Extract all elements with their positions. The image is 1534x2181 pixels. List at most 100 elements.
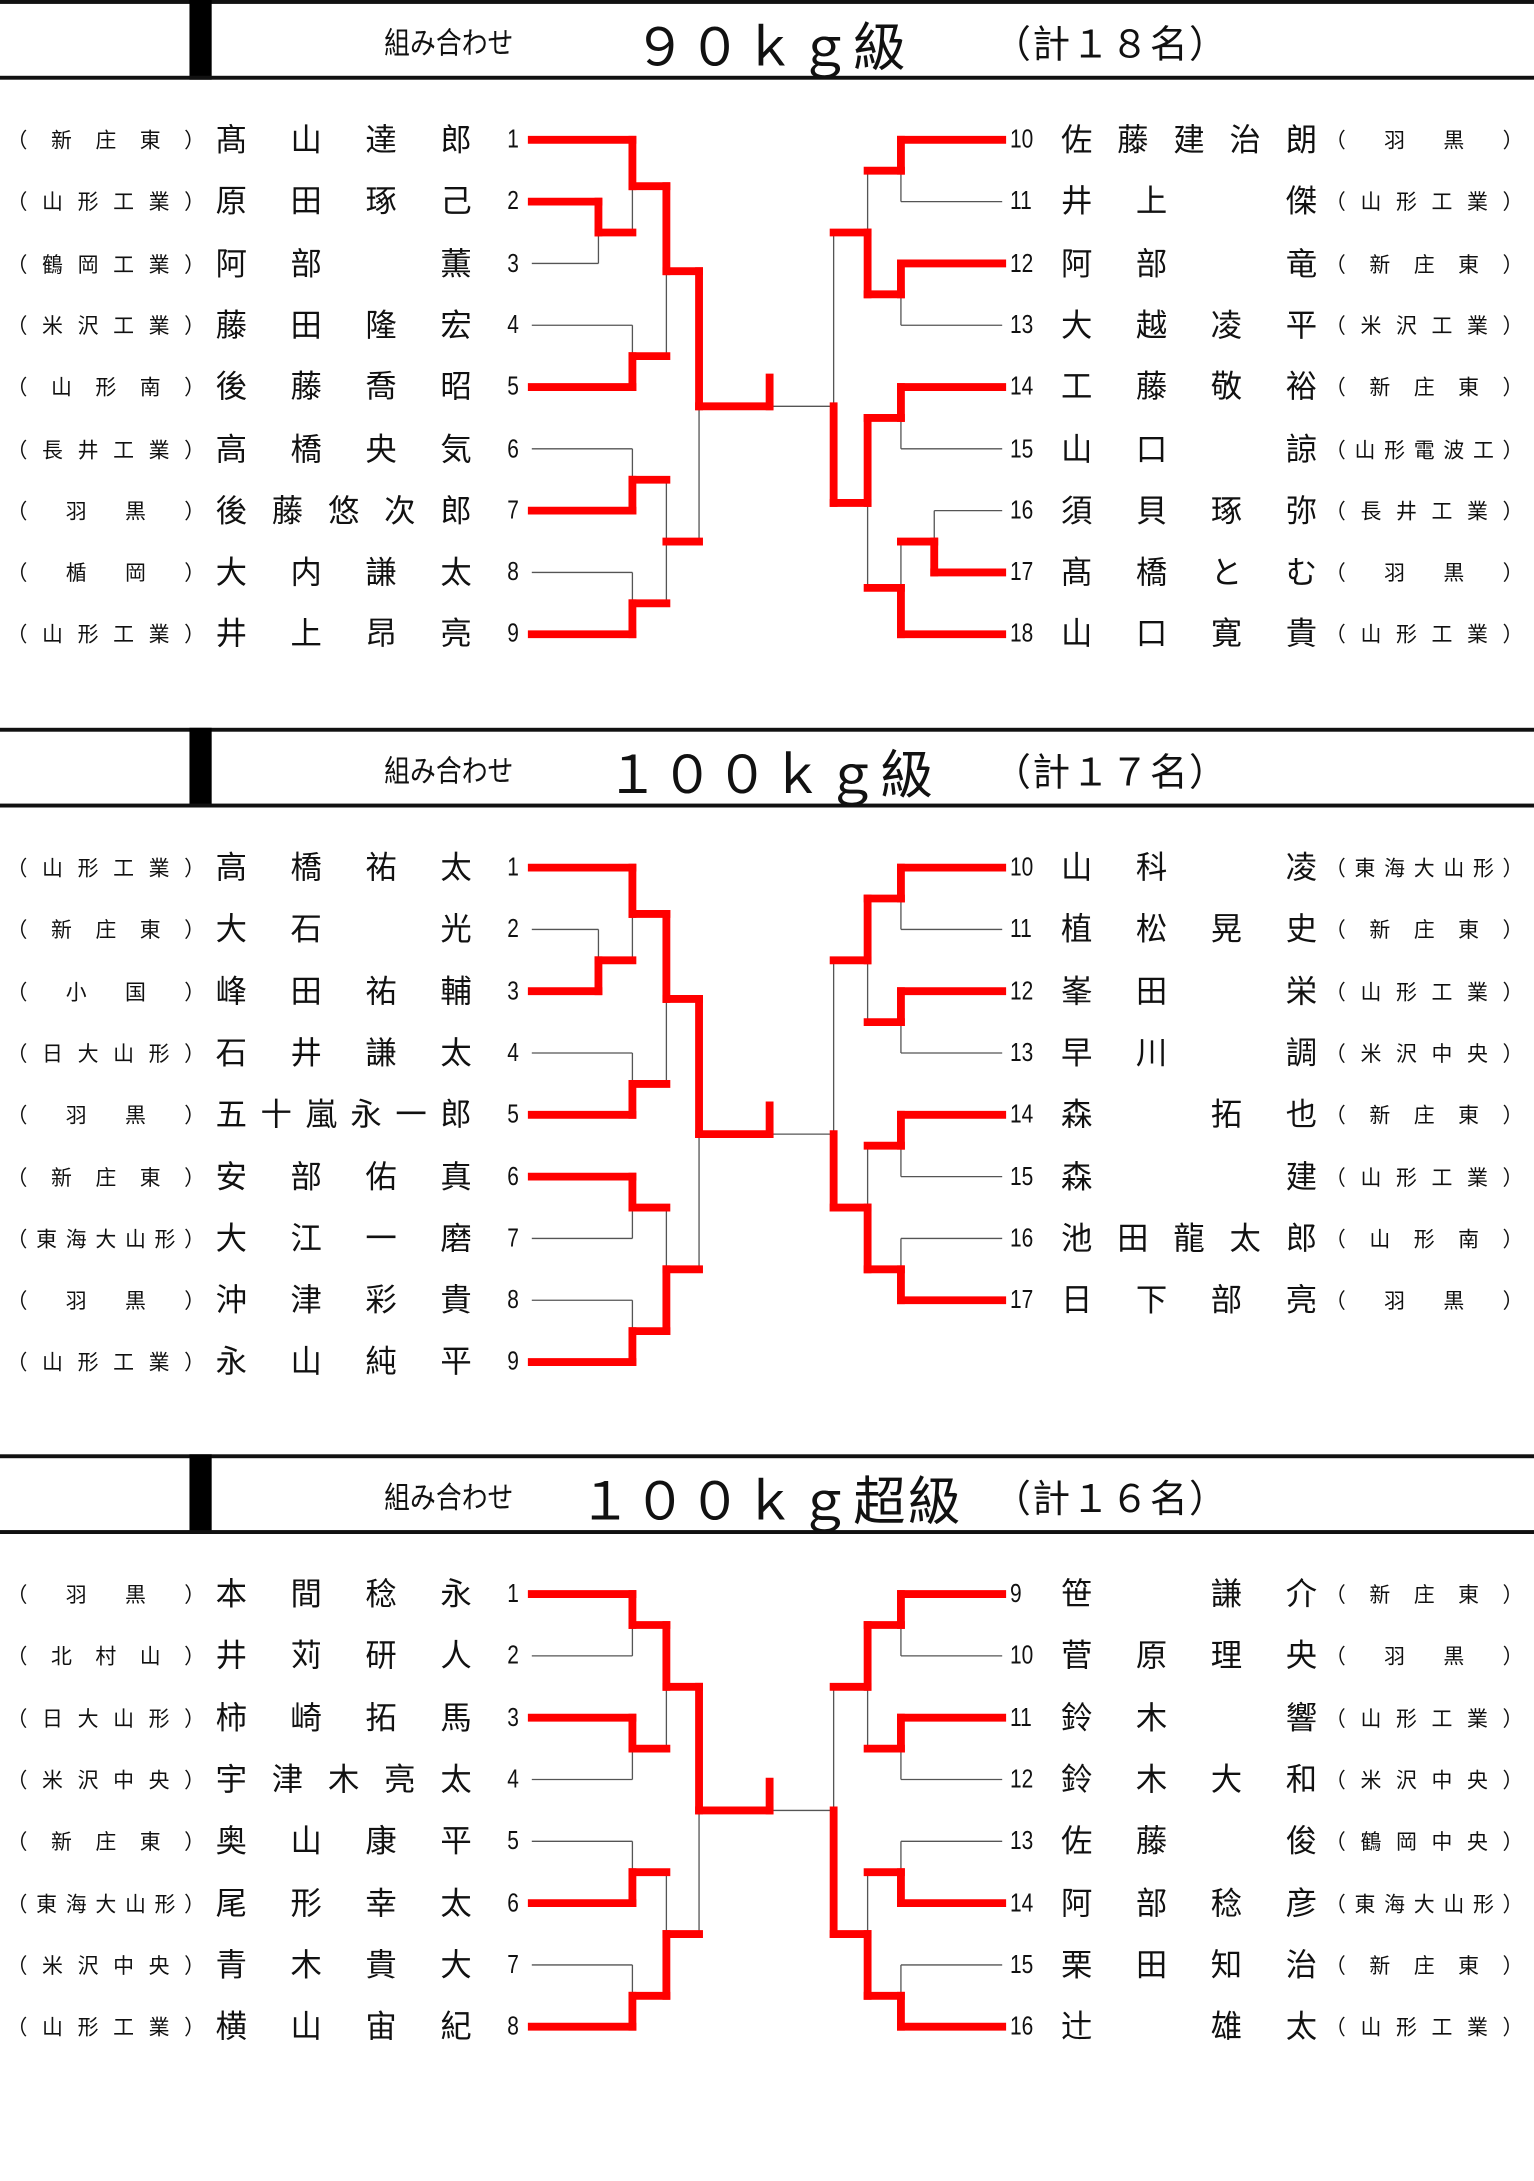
char: 太 (440, 554, 472, 591)
char: 部 (290, 245, 322, 282)
char: 建 (1173, 121, 1205, 159)
char: 木 (1135, 1699, 1168, 1736)
char: （ (6, 251, 28, 277)
char: 上 (1135, 183, 1168, 220)
char: 稔 (1210, 1884, 1243, 1922)
draw-number: 9 (507, 619, 519, 649)
athlete-name: 佐藤建治朗 (1061, 119, 1317, 161)
char: 凌 (1285, 849, 1318, 886)
char: 藤 (215, 306, 247, 344)
draw-number: 17 (1010, 558, 1034, 587)
athlete-name: 大江一磨 (216, 1218, 472, 1260)
header-label: 組み合わせ (384, 1481, 514, 1516)
athlete-name: 峯田 栄 (1061, 970, 1317, 1012)
char: （ (6, 560, 28, 586)
char: ） (1502, 1767, 1524, 1793)
char: 雄 (1210, 2008, 1243, 2046)
char: 庄 (1413, 917, 1435, 943)
char: 薫 (440, 245, 472, 282)
char: 業 (148, 1350, 170, 1376)
char: ） (184, 560, 206, 586)
char: ） (184, 437, 206, 462)
char: 形 (1395, 189, 1417, 215)
char: 栗 (1060, 1946, 1093, 1984)
char: 藤 (1117, 121, 1149, 159)
char: （ (1324, 1288, 1346, 1314)
char: ） (1502, 1103, 1524, 1128)
char: 間 (290, 1575, 322, 1613)
char: 東 (1458, 251, 1480, 277)
char: 津 (271, 1761, 304, 1798)
char: 津 (290, 1281, 322, 1319)
char: 阿 (215, 245, 247, 282)
char: 業 (1467, 313, 1488, 339)
char: 光 (440, 911, 472, 948)
athlete-name: 山口寛貴 (1061, 613, 1317, 655)
draw-number: 1 (507, 125, 519, 155)
char: （ (6, 1582, 28, 1608)
char: 理 (1210, 1637, 1243, 1675)
athlete-name: 須貝琢弥 (1061, 490, 1317, 532)
char: 工 (1431, 1705, 1453, 1731)
char: 弥 (1285, 492, 1318, 529)
char: 昂 (365, 615, 397, 653)
char: 大 (77, 1705, 99, 1731)
char: 亮 (384, 1761, 416, 1798)
char: 業 (148, 437, 170, 462)
school-name: （山形工業） (1325, 2015, 1524, 2041)
char: 庄 (1413, 375, 1435, 401)
char: 工 (113, 437, 135, 462)
char: 人 (440, 1637, 472, 1675)
char: 沢 (77, 1767, 99, 1793)
draw-number: 7 (507, 1224, 519, 1253)
school-name: （新庄東） (1325, 1103, 1524, 1129)
char: 安 (215, 1158, 247, 1195)
draw-number: 14 (1010, 1100, 1034, 1130)
athlete-name: 髙山達郎 (216, 119, 472, 161)
weight-class-title: １００ｋｇ超級 (578, 1472, 963, 1533)
school-name: （山形工業） (7, 190, 206, 216)
school-name: （山形工業） (1325, 622, 1524, 648)
char: 大 (440, 1946, 472, 1984)
char: （ (6, 189, 28, 215)
char: （ (6, 1288, 28, 1314)
athlete-name: 大内謙太 (216, 552, 472, 594)
draw-number: 5 (507, 372, 519, 402)
char: 沢 (1395, 1041, 1417, 1067)
char: ） (1502, 1288, 1524, 1314)
char: 新 (50, 128, 72, 153)
char: 和 (1285, 1761, 1318, 1798)
athlete-name: 藤田隆宏 (216, 304, 472, 346)
school-name: （新庄東） (1325, 375, 1524, 401)
char: 苅 (290, 1637, 322, 1675)
draw-number: 8 (507, 2012, 519, 2042)
draw-number: 16 (1010, 2012, 1034, 2042)
char: （ (6, 313, 28, 339)
char: 貝 (1135, 492, 1168, 529)
char: 央 (365, 430, 397, 468)
athlete-name: 横山宙紀 (216, 2006, 472, 2048)
char: ） (184, 1891, 206, 1917)
char: 庄 (1413, 1953, 1435, 1978)
draw-number: 10 (1010, 1641, 1034, 1671)
char: 川 (1135, 1034, 1168, 1072)
char: 祐 (365, 972, 397, 1010)
char: （ (6, 1767, 28, 1793)
school-name: （東海大山形） (1325, 856, 1524, 882)
char: 郎 (440, 121, 472, 159)
athlete-name: 大越凌平 (1061, 304, 1317, 346)
char: 南 (139, 375, 161, 401)
char: （ (1324, 1582, 1346, 1608)
char: （ (1324, 917, 1346, 943)
athlete-name: 永山純平 (216, 1341, 472, 1383)
char: む (1285, 554, 1318, 591)
char: （ (6, 855, 28, 881)
char: 山 (1360, 1164, 1382, 1190)
char: 形 (95, 375, 117, 401)
